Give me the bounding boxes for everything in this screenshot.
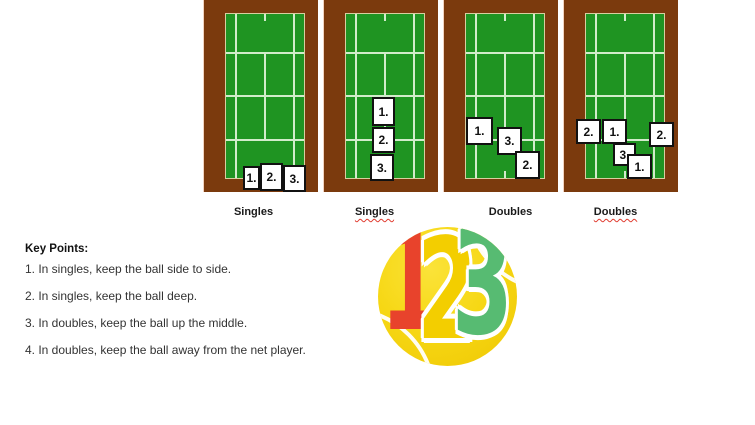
center-mark-top bbox=[504, 14, 506, 21]
trademark-symbol: ™ bbox=[496, 347, 503, 354]
court-panel-singles-2: 1. 2. 3. bbox=[323, 0, 438, 192]
court-position-label: 1. bbox=[466, 117, 493, 145]
court-caption-doubles-2: Doubles bbox=[593, 206, 638, 218]
court-position-label: 2. bbox=[372, 127, 395, 153]
center-service-line bbox=[384, 52, 386, 141]
court-position-label: 2. bbox=[260, 163, 283, 191]
court-position-label: 2. bbox=[576, 119, 601, 144]
tennis-court-diagram bbox=[226, 14, 304, 178]
center-service-line bbox=[264, 52, 266, 141]
center-mark-bottom bbox=[624, 171, 626, 178]
center-service-line bbox=[624, 52, 626, 141]
tennis-ball-123-logo: 1 2 3 ™ bbox=[378, 227, 517, 366]
court-position-label: 3. bbox=[283, 165, 306, 192]
court-position-label: 1. bbox=[602, 119, 627, 144]
key-points-section: Key Points: 1. In singles, keep the ball… bbox=[25, 243, 355, 370]
court-position-label: 2. bbox=[649, 122, 674, 147]
key-point-item: 2. In singles, keep the ball deep. bbox=[25, 289, 198, 303]
key-point-item: 4. In doubles, keep the ball away from t… bbox=[25, 343, 306, 357]
court-position-label: 1. bbox=[243, 166, 260, 190]
logo-digit-3: 3 bbox=[452, 227, 513, 366]
court-caption-singles-2: Singles bbox=[354, 206, 395, 218]
court-position-label: 2. bbox=[515, 151, 540, 179]
court-caption-doubles-1: Doubles bbox=[488, 206, 533, 218]
key-point-item: 1. In singles, keep the ball side to sid… bbox=[25, 262, 232, 276]
court-panel-doubles-1: 1. 3. 2. bbox=[443, 0, 558, 192]
center-mark-bottom bbox=[504, 171, 506, 178]
court-position-label: 3. bbox=[497, 127, 522, 155]
logo-digit-1: 1 bbox=[380, 227, 442, 363]
center-service-line bbox=[504, 52, 506, 141]
key-point-item: 3. In doubles, keep the ball up the midd… bbox=[25, 316, 248, 330]
court-panel-singles-1: 1. 2. 3. bbox=[203, 0, 318, 192]
center-mark-top bbox=[264, 14, 266, 21]
court-caption-singles-1: Singles bbox=[233, 206, 274, 218]
logo-digit-2: 2 bbox=[417, 227, 478, 366]
center-mark-top bbox=[624, 14, 626, 21]
tennis-court-diagram bbox=[586, 14, 664, 178]
court-panel-doubles-2: 2. 1. 2. 3. 1. bbox=[563, 0, 678, 192]
court-position-label: 3. bbox=[370, 154, 394, 181]
center-mark-top bbox=[384, 14, 386, 21]
court-position-label: 1. bbox=[372, 97, 395, 126]
key-points-title: Key Points: bbox=[25, 243, 89, 255]
court-position-label: 1. bbox=[627, 154, 652, 179]
